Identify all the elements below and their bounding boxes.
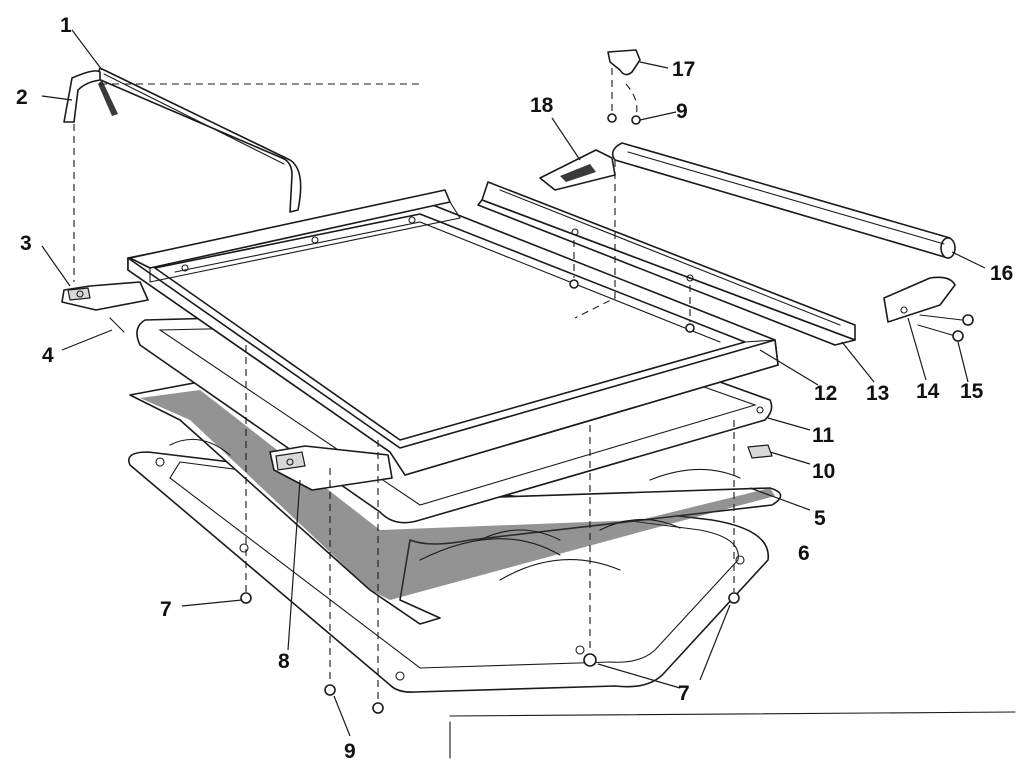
callout-6: 6 (798, 542, 810, 565)
callout-9-top: 9 (676, 100, 688, 123)
callout-5: 5 (814, 507, 826, 530)
callout-2: 2 (16, 86, 28, 109)
callout-12: 12 (814, 382, 837, 405)
part-8-hinge (269, 445, 393, 491)
callout-9-bottom: 9 (344, 740, 356, 763)
screws-7-9 (240, 113, 740, 714)
part-4-pin (109, 317, 125, 333)
callout-4: 4 (42, 344, 54, 367)
callout-1: 1 (60, 14, 72, 37)
callout-13: 13 (866, 382, 889, 405)
part-1-handle-bar (63, 67, 302, 213)
frame-top-rail (129, 189, 461, 283)
part-16-rod (611, 142, 956, 259)
callout-3: 3 (20, 232, 32, 255)
part-10-clip (747, 444, 773, 459)
part-14-bracket (883, 276, 956, 323)
part-18-bracket (539, 149, 616, 191)
callout-18: 18 (530, 94, 554, 117)
part-15-screws (917, 314, 974, 342)
callouts: 1 2 3 4 5 6 7 7 8 9 9 10 11 12 13 14 15 … (16, 14, 1013, 763)
callout-17: 17 (672, 58, 695, 81)
callout-14: 14 (916, 380, 940, 403)
callout-11: 11 (812, 424, 835, 447)
callout-16: 16 (990, 262, 1013, 285)
part-12-door-frame (127, 199, 779, 476)
callout-7-right: 7 (678, 682, 690, 705)
part-17-clip (607, 49, 641, 76)
leader-lines (41, 29, 986, 737)
part-3-hinge (61, 281, 149, 311)
callout-7-left: 7 (160, 598, 172, 621)
callout-10: 10 (812, 460, 835, 483)
callout-8: 8 (278, 650, 290, 673)
callout-15: 15 (960, 380, 984, 403)
frame-border (449, 711, 1016, 759)
part-13-side-rail (477, 181, 856, 346)
assembly-lines (73, 68, 735, 702)
